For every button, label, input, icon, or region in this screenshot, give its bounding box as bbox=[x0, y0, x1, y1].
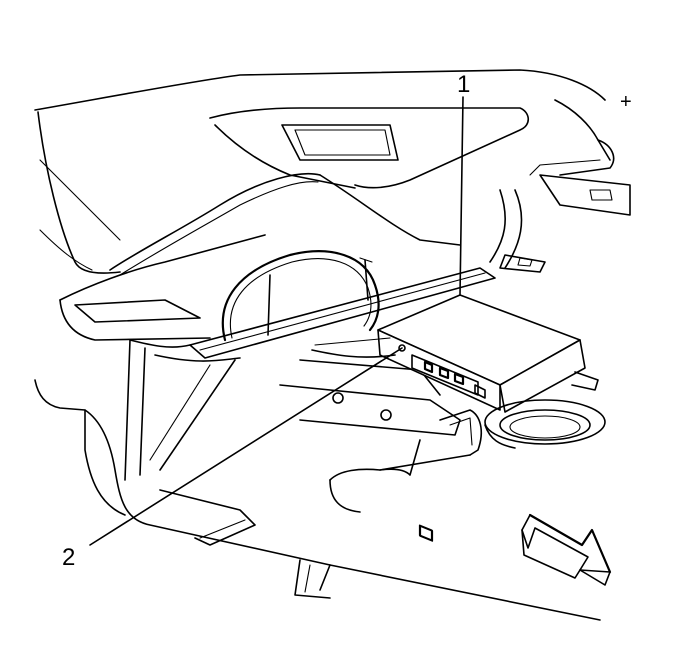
callout-1-leader bbox=[459, 96, 464, 296]
module-fastener bbox=[311, 337, 406, 358]
front-direction-arrow-icon bbox=[521, 513, 612, 586]
orientation-plus-marker: + bbox=[620, 91, 632, 113]
wiring-harness bbox=[221, 250, 380, 342]
control-module bbox=[377, 294, 599, 542]
callout-2-label: 2 bbox=[62, 544, 75, 571]
callout-1-label: 1 bbox=[457, 71, 470, 98]
floor-rail bbox=[124, 267, 496, 481]
callout-2-leader bbox=[89, 347, 403, 546]
upper-floor-panel bbox=[34, 69, 631, 341]
floor-grommet bbox=[484, 399, 606, 449]
